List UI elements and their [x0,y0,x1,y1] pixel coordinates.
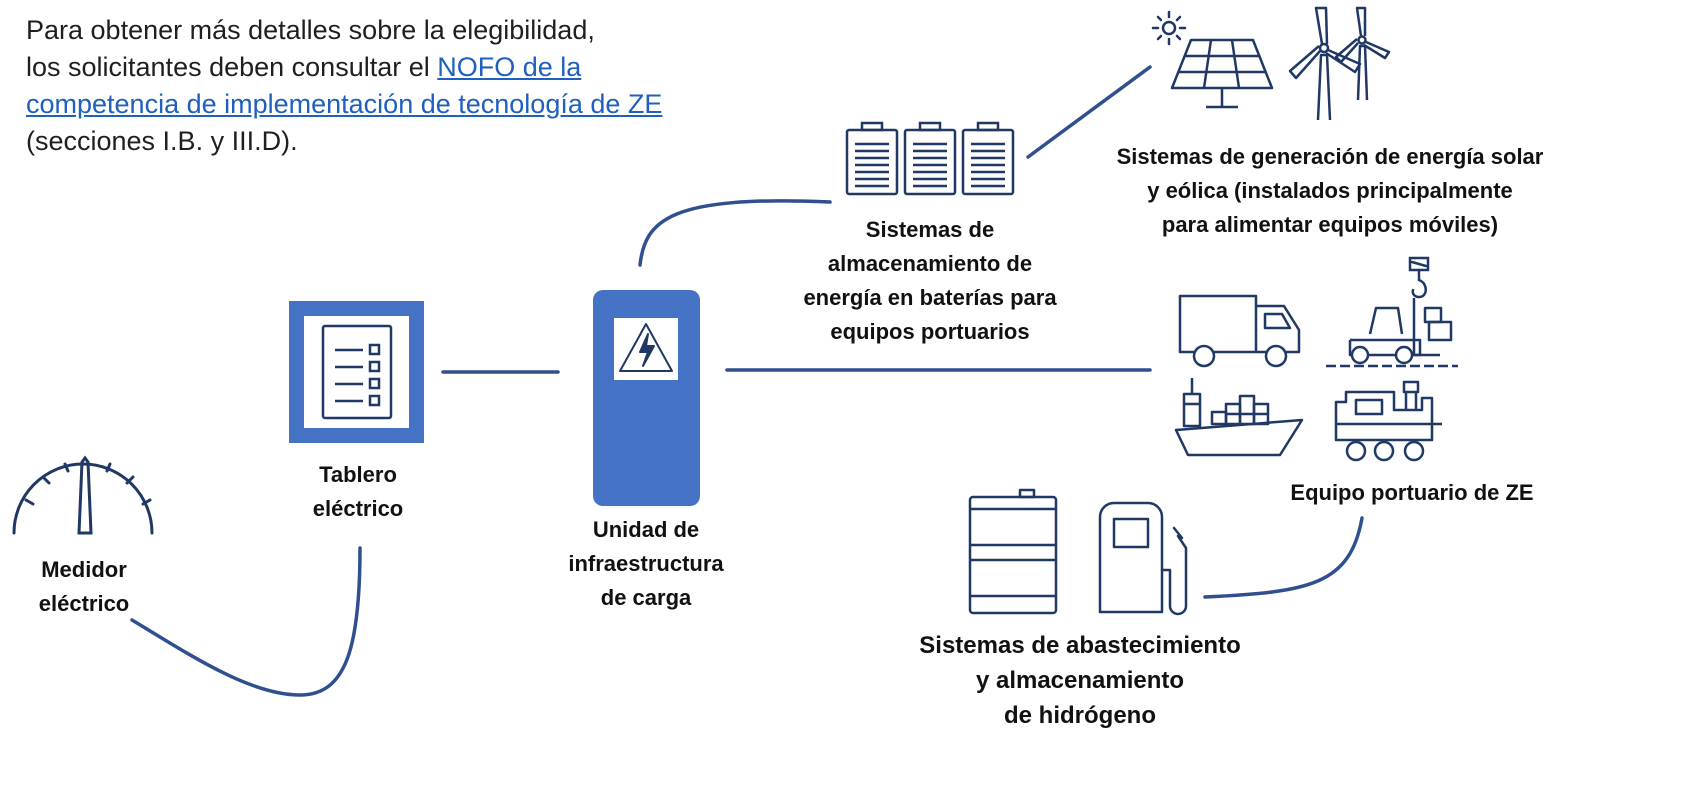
renewable-generation-label-line-2: y eólica (instalados principalmente [1147,178,1513,203]
high-voltage-icon [619,323,673,372]
battery-icon [845,121,1015,196]
meter-gauge-icon [12,455,154,535]
intro-text: Para obtener más detalles sobre la elegi… [26,12,846,160]
connector-meter-panel [130,546,362,697]
charging-unit-label-line-3: de carga [600,585,692,610]
panel-label-line-2: eléctrico [312,496,404,521]
intro-line-2: los solicitantes deben consultar el [26,52,438,82]
nofo-link-part-2[interactable]: competencia de implementación de tecnolo… [26,89,663,119]
intro-line-1: Para obtener más detalles sobre la elegi… [26,15,595,45]
ze-equipment-label: Equipo portuario de ZE [1262,476,1562,510]
hydrogen-systems-label-line-1: Sistemas de abastecimiento [919,632,1241,659]
renewable-generation-label-line-3: para alimentar equipos móviles) [1161,212,1499,237]
crane-hook-icon [1408,256,1430,299]
meter-label: Medidor eléctrico [24,553,144,621]
fuel-pump-icon [1098,501,1188,616]
battery-storage-label-line-4: equipos portuarios [830,319,1030,344]
charging-unit-icon [593,290,700,506]
charging-unit-label: Unidad de infraestructura de carga [551,513,741,615]
electrical-panel-icon [289,301,424,443]
locomotive-icon [1334,380,1442,462]
battery-storage-label: Sistemas de almacenamiento de energía en… [780,213,1080,349]
sun-icon [1151,10,1187,46]
connectors [130,65,1364,697]
intro-line-4: (secciones I.B. y III.D). [26,126,298,156]
panel-label: Tablero eléctrico [278,458,438,526]
charging-unit-label-line-1: Unidad de [592,517,700,542]
battery-storage-label-line-3: energía en baterías para [803,285,1057,310]
ze-equipment-label-line-1: Equipo portuario de ZE [1290,480,1534,505]
battery-storage-label-line-2: almacenamiento de [827,251,1033,276]
connector-battery-renewable [1026,65,1152,159]
panel-label-line-1: Tablero [319,462,397,487]
renewable-generation-label: Sistemas de generación de energía solar … [1095,140,1565,242]
ship-icon [1174,378,1304,457]
solar-panel-icon [1170,38,1274,109]
hydrogen-systems-label-line-3: de hidrógeno [1004,702,1156,729]
wind-turbine-icon [1288,6,1391,121]
hydrogen-systems-label-line-2: y almacenamiento [975,667,1185,694]
hydrogen-systems-label: Sistemas de abastecimiento y almacenamie… [880,628,1280,733]
nofo-link-part-1[interactable]: NOFO de la [437,52,582,82]
connector-hydrogen-equipment [1203,516,1364,599]
connector-charging-battery [638,199,832,267]
forklift-icon [1326,298,1458,368]
fuel-drum-icon [968,488,1058,615]
meter-label-line-2: eléctrico [38,591,130,616]
battery-storage-label-line-1: Sistemas de [865,217,995,242]
renewable-generation-label-line-1: Sistemas de generación de energía solar [1116,144,1544,169]
truck-icon [1178,294,1301,368]
meter-label-line-1: Medidor [41,557,127,582]
charging-unit-label-line-2: infraestructura [568,551,724,576]
